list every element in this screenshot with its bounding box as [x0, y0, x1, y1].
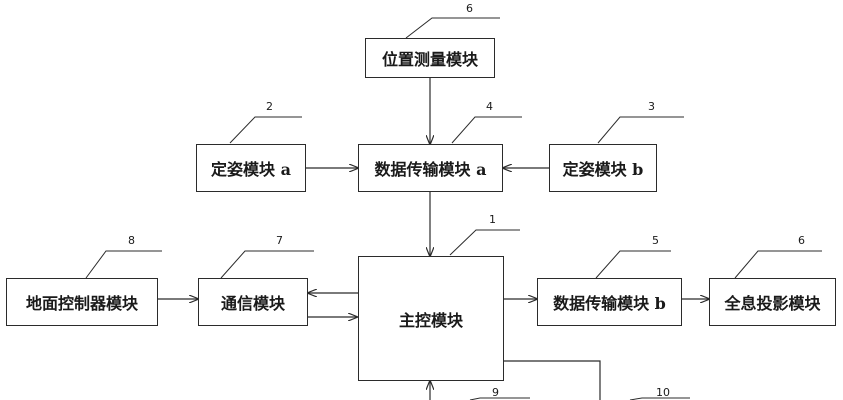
leader-position	[405, 17, 500, 39]
ref-number-pose-b: 3	[648, 100, 655, 113]
position-measurement-module: 位置测量模块	[365, 38, 495, 78]
pose-module-b: 定姿模块 b	[549, 144, 657, 192]
leader-bottom-right	[629, 397, 690, 400]
ref-number-main: 1	[489, 213, 496, 226]
data-transfer-module-a: 数据传输模块 a	[358, 144, 503, 192]
ref-number-bottom-left: 9	[492, 386, 499, 399]
line-main-to-bottom-right	[504, 360, 601, 400]
leader-holo	[734, 250, 822, 279]
leader-bottom-left	[469, 397, 530, 400]
ref-number-data-b: 5	[652, 234, 659, 247]
leader-main	[449, 229, 520, 256]
leader-pose-b	[597, 116, 684, 144]
holographic-projection-module: 全息投影模块	[709, 278, 836, 326]
ref-number-data-a: 4	[486, 100, 493, 113]
ground-controller-module: 地面控制器模块	[6, 278, 158, 326]
leader-pose-a	[229, 116, 302, 144]
ref-number-holo: 6	[798, 234, 805, 247]
leader-data-b	[595, 250, 671, 279]
ref-number-position: 6	[466, 2, 473, 15]
ref-number-comm: 7	[276, 234, 283, 247]
data-transfer-module-b: 数据传输模块 b	[537, 278, 682, 326]
pose-module-a: 定姿模块 a	[196, 144, 306, 192]
ref-number-pose-a: 2	[266, 100, 273, 113]
ref-number-bottom-right: 10	[656, 386, 670, 399]
main-control-module: 主控模块	[358, 256, 504, 381]
leader-ground	[85, 250, 162, 279]
leader-data-a	[451, 116, 522, 144]
ref-number-ground: 8	[128, 234, 135, 247]
communication-module: 通信模块	[198, 278, 308, 326]
leader-comm	[220, 250, 314, 279]
